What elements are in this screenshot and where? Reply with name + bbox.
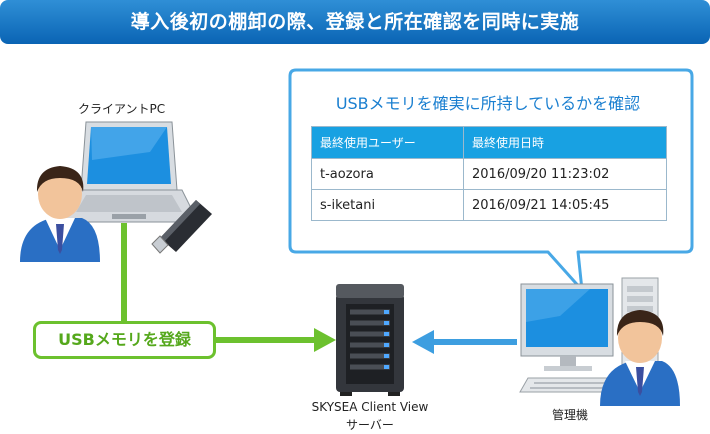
client-user-icon [20,166,100,262]
table-row: t-aozora 2016/09/20 11:23:02 [311,158,667,190]
datetime-cell: 2016/09/21 14:05:45 [463,189,667,221]
user-cell: s-iketani [311,189,464,221]
user-cell: t-aozora [311,158,464,190]
usage-table: 最終使用ユーザー 最終使用日時 t-aozora 2016/09/20 11:2… [311,126,667,221]
register-arrow [121,223,336,352]
server-label: SKYSEA Client View [311,400,429,414]
server-icon [336,284,404,396]
usb-stick-icon [151,200,212,254]
column-header: 最終使用日時 [463,126,667,159]
client-pc-label: クライアントPC [78,102,166,116]
register-usb-label: USBメモリを登録 [58,330,191,349]
callout-title: USBメモリを確実に所持しているかを確認 [335,94,641,113]
register-usb-box [33,321,216,359]
header-banner [0,0,710,44]
server-sublabel: サーバー [346,418,394,432]
check-arrow [412,330,517,354]
table-header-row: 最終使用ユーザー 最終使用日時 [311,126,667,159]
datetime-cell: 2016/09/20 11:23:02 [463,158,667,190]
laptop-icon [61,121,199,223]
column-header: 最終使用ユーザー [311,126,464,159]
table-row: s-iketani 2016/09/21 14:05:45 [311,189,667,221]
admin-label: 管理機 [552,408,589,422]
keyboard-icon [519,377,623,393]
page-title: 導入後初の棚卸の際、登録と所在確認を同時に実施 [130,11,580,33]
admin-user-icon [600,310,680,406]
monitor-icon [520,283,614,371]
